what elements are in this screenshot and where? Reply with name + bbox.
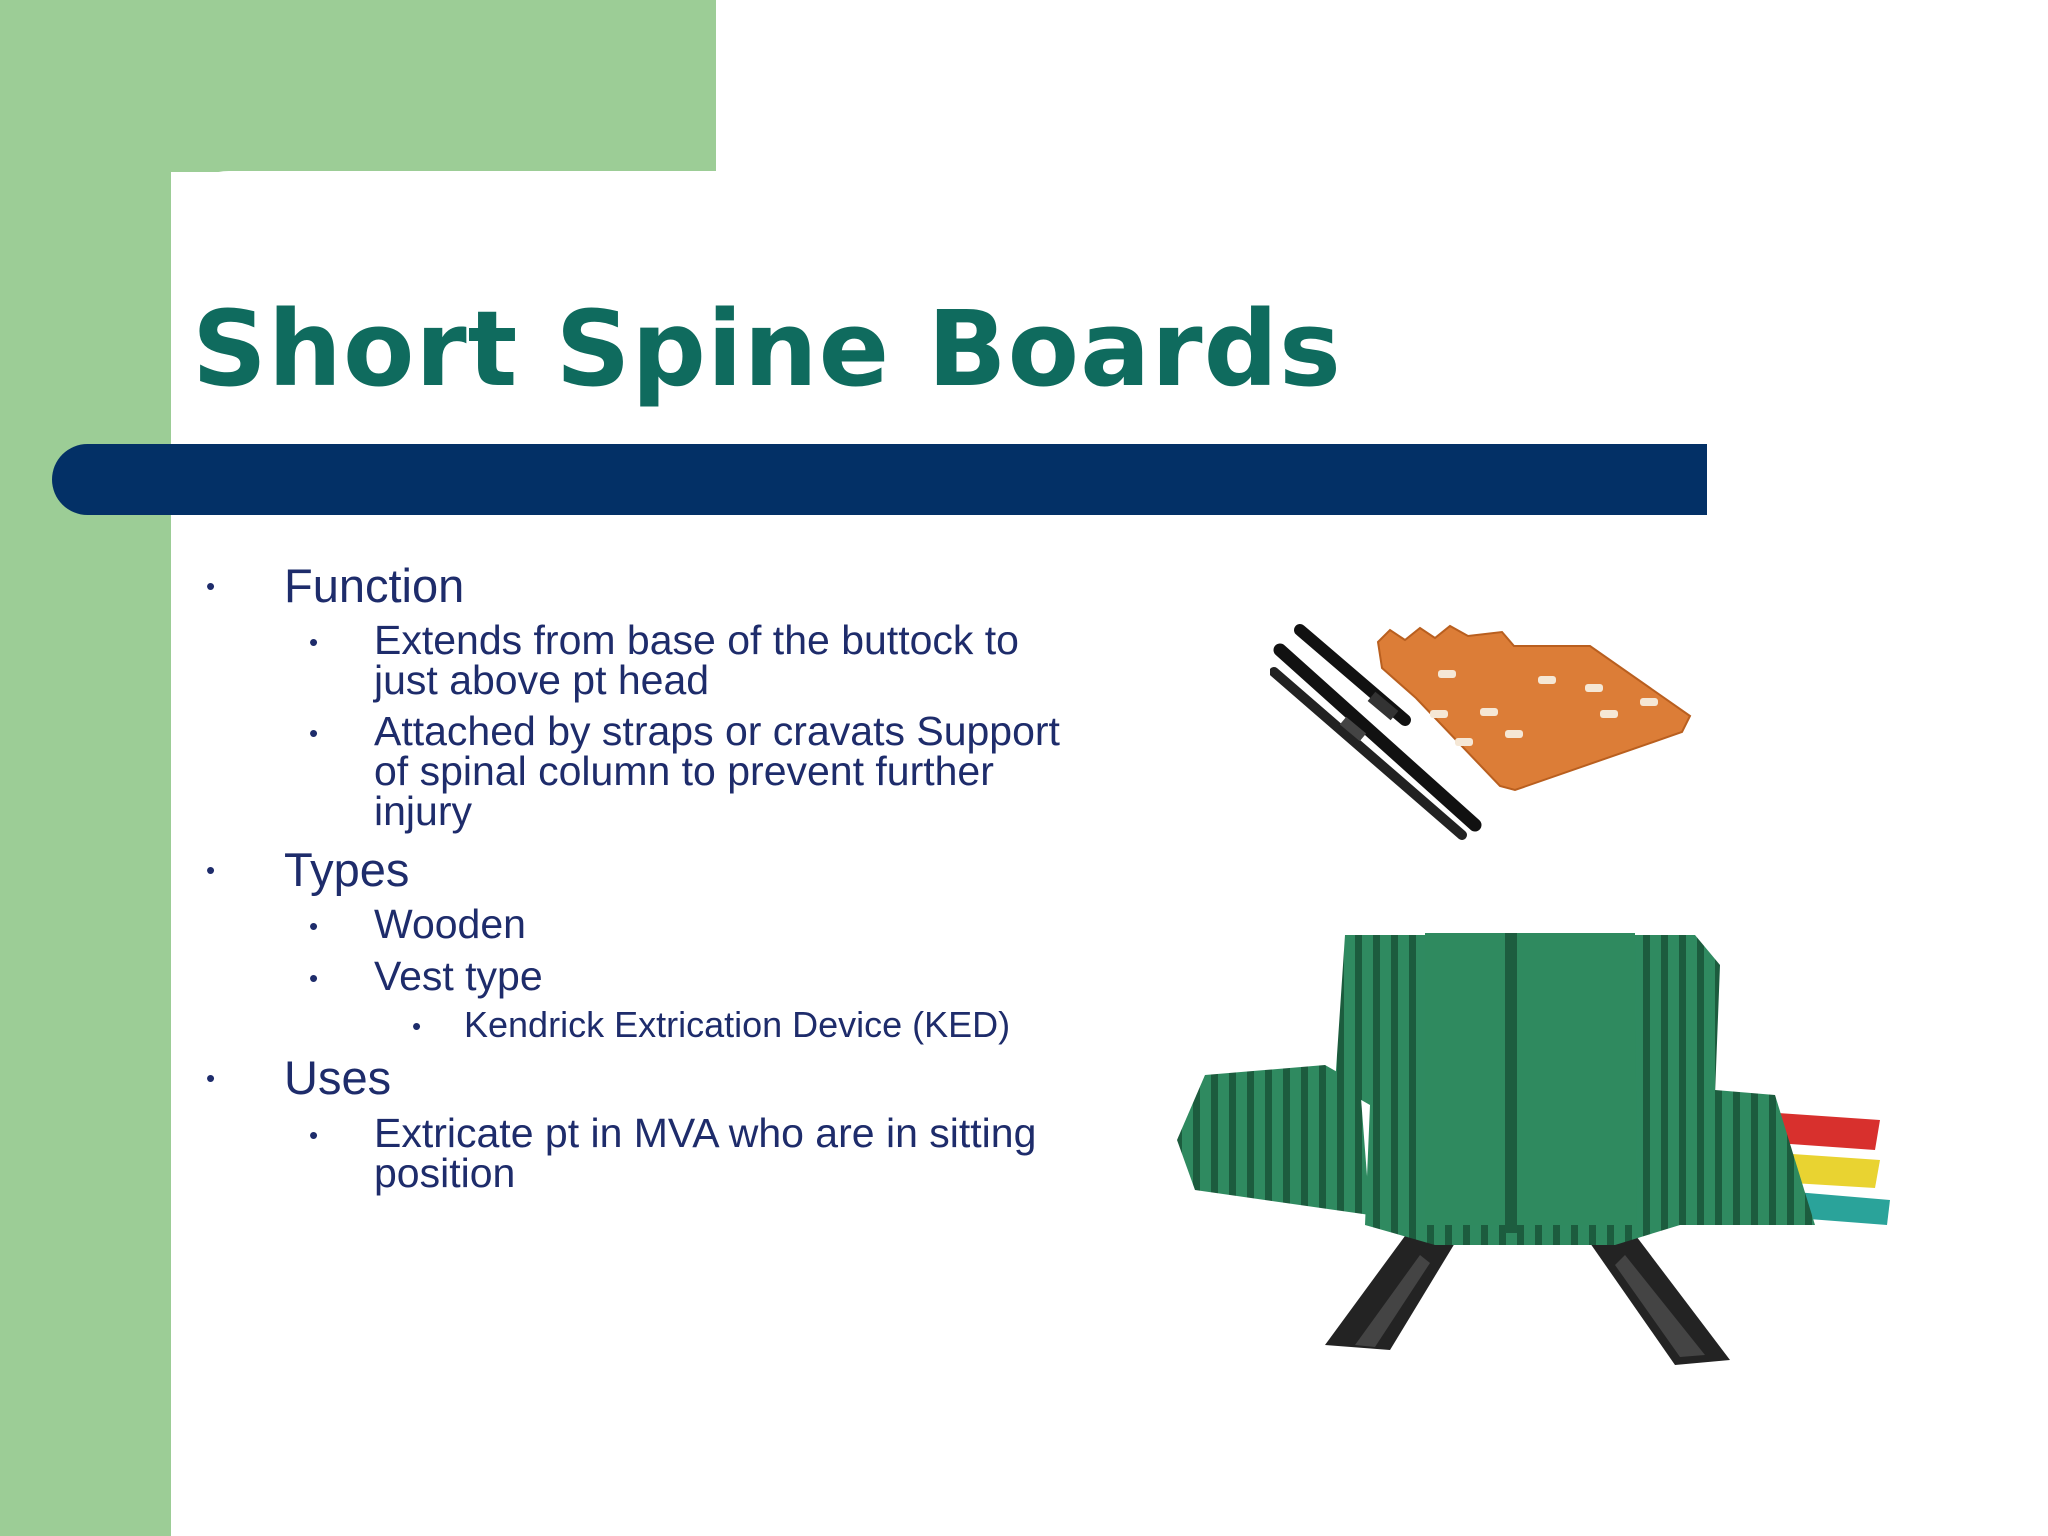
bullet-dot: •: [412, 1011, 422, 1041]
bullet-types: Types: [284, 843, 410, 896]
bullet-types-vest: Vest type: [374, 953, 543, 999]
bullet-function-sub2-line2: of spinal column to prevent further: [374, 748, 994, 794]
bullet-function: Function: [284, 559, 465, 612]
bullet-function-sub2-line3: injury: [374, 788, 472, 834]
bullet-uses-sub1-line1: Extricate pt in MVA who are in sitting: [374, 1110, 1037, 1156]
bullet-function-sub2-line1: Attached by straps or cravats Support: [374, 708, 1060, 754]
bullet-dot: •: [309, 1120, 319, 1150]
bullet-dot: •: [206, 1063, 216, 1093]
bullet-dot: •: [309, 963, 319, 993]
ked-vest-image: [1177, 933, 1890, 1365]
green-sidebar: [0, 0, 171, 1536]
title-underline-bar: [52, 444, 1707, 515]
short-spine-board-image: [1270, 624, 1692, 840]
ked-vest-body: [1177, 933, 1815, 1245]
bullet-types-wooden: Wooden: [374, 901, 526, 947]
board-panel: [1376, 624, 1692, 792]
content-panel: [171, 171, 2048, 1536]
bullet-uses: Uses: [284, 1051, 392, 1104]
bullet-dot: •: [309, 718, 319, 748]
bullet-function-sub1-line2: just above pt head: [374, 657, 710, 703]
bullet-uses-sub1-line2: position: [374, 1150, 516, 1196]
board-straps: [1270, 624, 1482, 840]
bullet-dot: •: [206, 571, 216, 601]
bullet-function-sub1-line1: Extends from base of the buttock to: [374, 617, 1019, 663]
slide-title: Short Spine Boards: [192, 288, 1342, 410]
bullet-list: • Function • Extends from base of the bu…: [206, 559, 1060, 1196]
bullet-types-ked: Kendrick Extrication Device (KED): [464, 1004, 1011, 1045]
bullet-dot: •: [206, 855, 216, 885]
bullet-dot: •: [309, 627, 319, 657]
bullet-dot: •: [309, 911, 319, 941]
